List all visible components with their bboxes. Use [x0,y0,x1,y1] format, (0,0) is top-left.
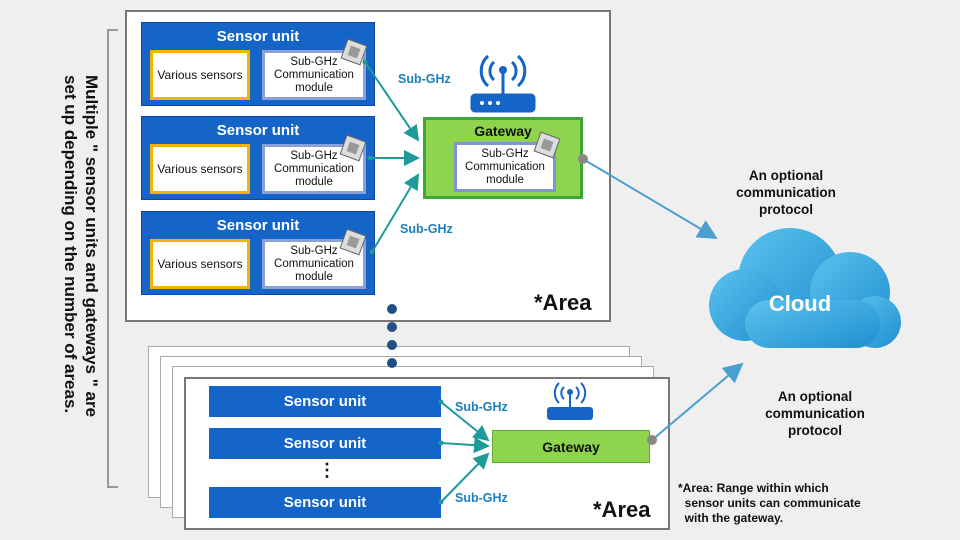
chip-icon [340,38,368,66]
comm-module-box: Sub-GHz Communication module [262,239,366,289]
gateway-title: Gateway [474,123,532,139]
area-label: *Area [593,497,651,522]
sensor-unit-title: Sensor unit [216,217,300,234]
subghz-label: Sub-GHz [455,491,508,505]
cloud-label: Cloud [768,291,832,316]
various-sensors-box: Various sensors [150,50,250,100]
comm-module-box: Sub-GHz Communication module [262,50,366,100]
gateway-comm-module: Sub-GHz Communication module [454,142,556,192]
antenna-router-icon [547,382,593,420]
side-bracket [107,29,118,488]
cloud-icon [709,228,901,348]
sensor-unit-bar: Sensor unit [209,428,441,459]
chip-icon [339,134,367,162]
sensor-unit-title: Sensor unit [216,122,300,139]
subghz-label: Sub-GHz [398,72,451,86]
protocol-label: An optional communication protocol [736,168,836,217]
sensor-unit-1: Sensor unit Various sensors Sub-GHz Comm… [141,22,375,106]
sensor-unit-bar: Sensor unit [209,386,441,417]
more-areas-dots [387,304,397,368]
ellipsis-vertical: ⋮ [318,460,336,480]
gateway-top: Gateway Sub-GHz Communication module [423,117,583,199]
sensor-unit-bar: Sensor unit [209,487,441,518]
antenna-router-icon [470,54,536,113]
various-sensors-box: Various sensors [150,144,250,194]
subghz-label: Sub-GHz [400,222,453,236]
various-sensors-box: Various sensors [150,239,250,289]
protocol-label: An optional communication protocol [765,389,865,438]
sensor-unit-3: Sensor unit Various sensors Sub-GHz Comm… [141,211,375,295]
area-footnote: *Area: Range within which sensor units c… [678,481,861,525]
chip-icon [533,131,561,159]
sensor-unit-title: Sensor unit [216,28,300,45]
gateway-bottom: Gateway [492,430,650,463]
subghz-label: Sub-GHz [455,400,508,414]
chip-icon [339,228,367,256]
area-label: *Area [534,290,592,315]
